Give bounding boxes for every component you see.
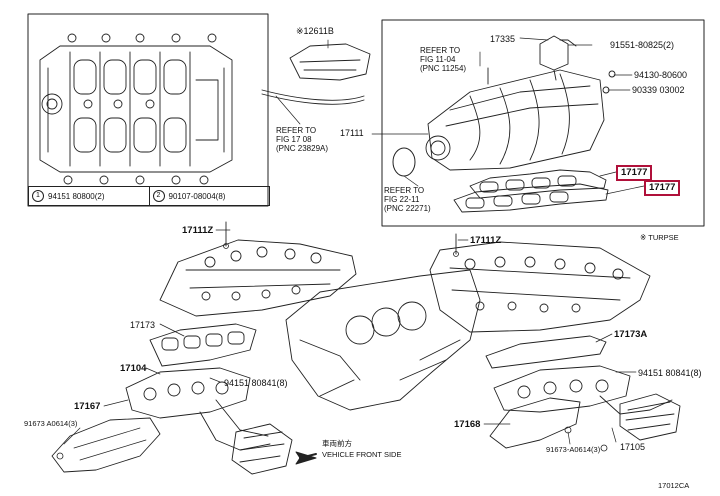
label-17111z-right: 17111Z: [470, 235, 502, 246]
label-91551: 91551-80825(2): [610, 40, 675, 50]
left-exhaust-gasket: [149, 323, 257, 367]
legend-number-1: 1: [32, 190, 44, 202]
intake-manifold-drawing: [425, 35, 616, 171]
figure-code: 17012CA: [658, 481, 690, 490]
right-cylinder-head: [429, 233, 651, 333]
label-90339: 90339 03002: [632, 85, 685, 95]
throttle-o-ring: [392, 147, 416, 177]
highlight-17177-lower[interactable]: 17177: [644, 180, 681, 196]
label-turpse: ※ TURPSE: [640, 233, 679, 242]
gasket-12611b-drawing: [261, 43, 371, 105]
label-17111: 17111: [340, 128, 364, 138]
fastener-legend: 1 94151 80800(2) 2 90107-08004(8): [28, 186, 270, 206]
left-catalytic-converter: [231, 423, 293, 475]
front-direction-arrow-shaft: [299, 453, 317, 459]
label-91673-left: 91673 A0614(3): [24, 419, 78, 428]
gasket-plan-view: [39, 33, 233, 185]
label-12611b: ※12611B: [296, 26, 334, 36]
right-heat-shield: [489, 397, 581, 449]
label-17168: 17168: [454, 419, 481, 430]
right-exhaust-manifold: [493, 365, 673, 415]
label-17167: 17167: [74, 401, 101, 412]
label-17173: 17173: [130, 320, 156, 330]
leader-lines: [63, 37, 645, 445]
inset-box-intake-manifold: [381, 19, 705, 227]
inset-box-gasket-plan: [27, 13, 269, 207]
legend-part-2: 90107-08004(8): [168, 191, 226, 201]
legend-part-1: 94151 80800(2): [48, 191, 105, 201]
label-94151-right: 94151 80841(8): [638, 368, 702, 378]
label-17335: 17335: [490, 34, 516, 44]
legend-item-2: 2 90107-08004(8): [150, 187, 270, 205]
right-manifold-gasket: [485, 335, 607, 369]
label-front-en: VEHICLE FRONT SIDE: [322, 450, 402, 459]
label-17173a: 17173A: [614, 329, 648, 340]
right-catalytic-converter: [619, 393, 681, 441]
label-refer-fig-17-08: REFER TO FIG 17 08 (PNC 23829A): [276, 126, 329, 153]
label-17111z-left: 17111Z: [182, 225, 214, 236]
legend-item-1: 1 94151 80800(2): [29, 187, 150, 205]
bolts: [56, 243, 608, 460]
manifold-gaskets: [453, 169, 609, 213]
left-heat-shield: [51, 417, 161, 473]
label-94130: 94130-80600: [634, 70, 688, 80]
legend-number-2: 2: [152, 190, 165, 202]
label-91673-right: 91673-A0614(3): [546, 445, 601, 454]
label-refer-fig-11-04: REFER TO FIG 11-04 (PNC 11254): [420, 46, 467, 73]
label-94151-left: 94151 80841(8): [224, 378, 288, 388]
label-refer-fig-22-11: REFER TO FIG 22-11 (PNC 22271): [384, 186, 431, 213]
left-cylinder-head: [159, 221, 357, 317]
left-heat-shield-ribs: [73, 427, 147, 461]
label-17105: 17105: [620, 442, 646, 452]
engine-block: [285, 269, 481, 411]
left-exhaust-manifold: [125, 367, 271, 451]
highlight-17177-upper[interactable]: 17177: [616, 165, 653, 181]
label-17104: 17104: [120, 363, 147, 374]
label-front-jp: 車両前方: [322, 439, 352, 448]
